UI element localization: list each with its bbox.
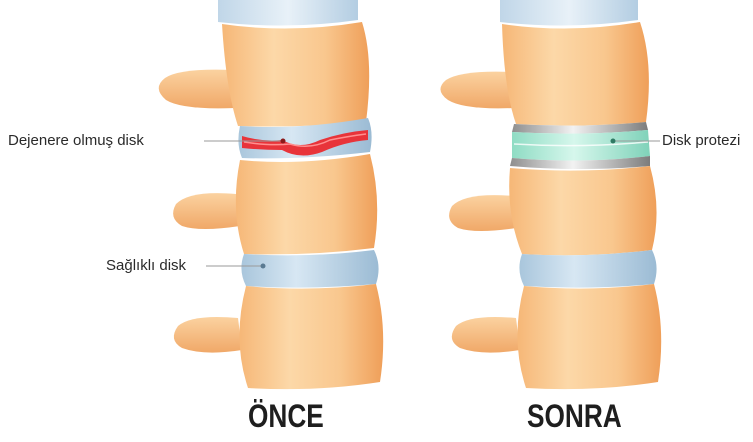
healthy-disc-right [519,250,656,288]
vertebra-upper-left [222,22,369,127]
caption-after: SONRA [527,398,622,435]
spinous-process-middle-left [173,193,240,229]
healthy-disc-left [241,250,378,288]
top-disc-right [500,0,638,26]
spinous-process-lower-left [174,317,242,353]
vertebra-lower-right [517,284,661,389]
right-spine [440,0,661,389]
spinous-process-upper-left [159,70,235,109]
label-degenerated-disc: Dejenere olmuş disk [8,132,144,149]
caption-before: ÖNCE [248,398,324,435]
spinous-process-lower-right [452,317,520,353]
spinous-process-middle-right [449,195,516,231]
vertebra-upper-right [502,22,649,126]
vertebra-middle-right [509,166,656,255]
left-spine [159,0,383,389]
vertebra-lower-left [239,284,383,389]
label-disc-prosthesis: Disk protezi [662,132,740,149]
top-disc-left [218,0,358,26]
label-healthy-disc: Sağlıklı disk [106,257,186,274]
vertebra-middle-left [236,154,377,254]
spinous-process-upper-right [440,72,514,109]
